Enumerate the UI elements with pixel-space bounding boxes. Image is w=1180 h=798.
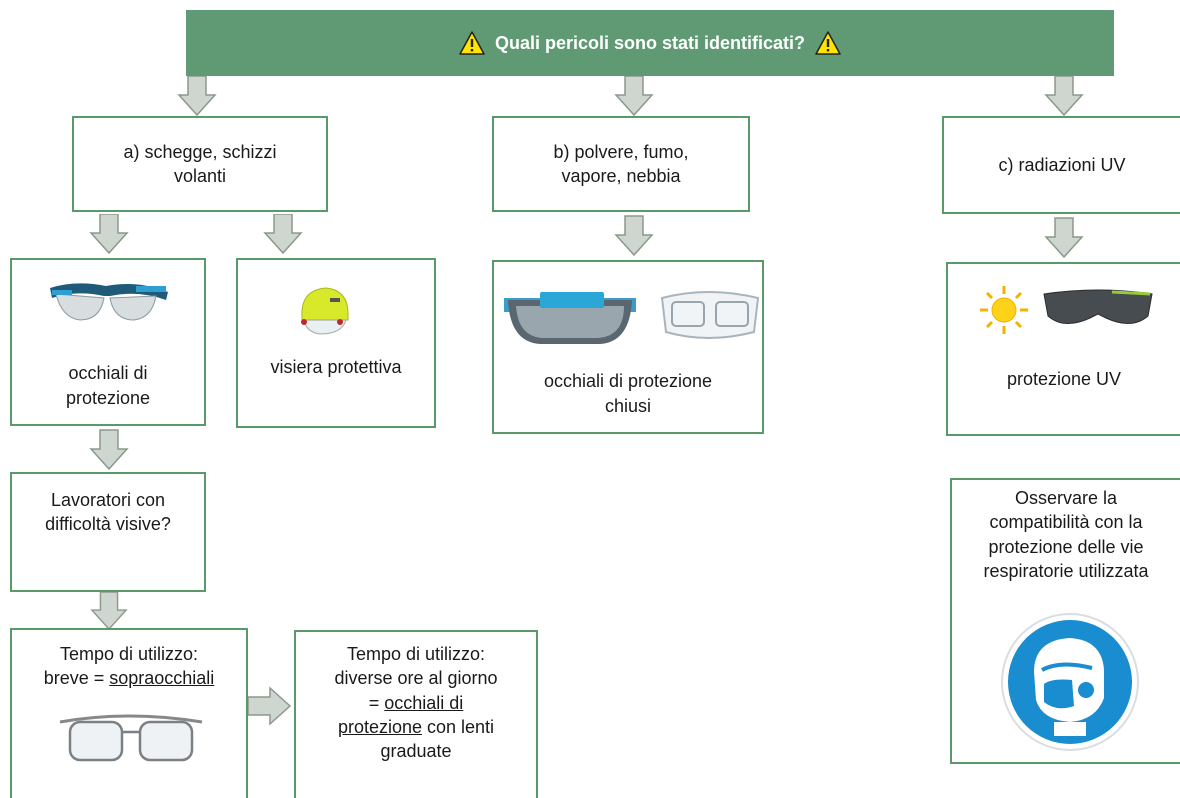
respiratory-note-text: Osservare la compatibilità con la protez… xyxy=(983,488,1149,581)
goggles-icon xyxy=(504,292,636,344)
arrow-down-icon xyxy=(614,76,654,116)
arrow-down-icon xyxy=(177,76,217,116)
arrow-down-icon xyxy=(89,592,129,630)
header-title: Quali pericoli sono stati identificati? xyxy=(494,32,806,53)
sun-icon xyxy=(980,286,1028,334)
goggles-icon xyxy=(660,291,760,339)
usage-long-link2: protezione xyxy=(337,716,422,737)
safety-glasses-icon xyxy=(50,283,168,321)
hazard-c-label: c) radiazioni UV xyxy=(998,154,1126,175)
helmet-visor-icon xyxy=(301,287,349,335)
arrow-down-icon xyxy=(1044,216,1084,260)
usage-long-link1: occhiali di xyxy=(384,692,464,713)
hazard-b-box: b) polvere, fumo, vapore, nebbia xyxy=(492,116,750,212)
arrow-right-icon xyxy=(248,686,292,726)
respirator-sign-icon xyxy=(1001,613,1139,751)
safety-glasses-icon xyxy=(1043,289,1153,324)
usage-long-suffix: con lenti xyxy=(422,716,495,737)
usage-short-link: sopraocchiali xyxy=(109,668,215,689)
header-banner: Quali pericoli sono stati identificati? xyxy=(186,10,1114,76)
usage-long-prefix: = xyxy=(368,692,385,713)
arrow-down-icon xyxy=(89,214,129,254)
usage-long-line1: Tempo di utilizzo: xyxy=(346,644,486,664)
warning-icon xyxy=(815,31,841,55)
vision-question-label: Lavoratori con difficoltà visive? xyxy=(45,490,171,535)
usage-short-box: Tempo di utilizzo: breve = sopraocchiali xyxy=(10,628,248,798)
arrow-down-icon xyxy=(263,214,303,254)
usage-short-prefix: breve = xyxy=(43,668,110,689)
protection-uv-box: protezione UV xyxy=(946,262,1180,436)
protection-uv-label: protezione UV xyxy=(1006,368,1122,389)
hazard-a-box: a) schegge, schizzi volanti xyxy=(72,116,328,212)
protection-closed-goggles-label: occhiali di protezione chiusi xyxy=(543,371,713,416)
protection-visor-label: visiera protettiva xyxy=(270,356,402,377)
usage-long-line5: graduate xyxy=(380,741,452,762)
safety-glasses-icon xyxy=(59,714,203,762)
protection-glasses-label: occhiali di protezione xyxy=(65,363,151,408)
usage-short-line1: Tempo di utilizzo: xyxy=(59,644,199,664)
arrow-down-icon xyxy=(614,214,654,258)
usage-long-line2: diverse ore al giorno xyxy=(334,668,498,689)
warning-icon xyxy=(459,31,485,55)
hazard-c-box: c) radiazioni UV xyxy=(942,116,1180,214)
protection-closed-goggles-box: occhiali di protezione chiusi xyxy=(492,260,764,434)
arrow-down-icon xyxy=(1044,76,1084,116)
arrow-down-icon xyxy=(89,428,129,472)
protection-visor-box: visiera protettiva xyxy=(236,258,436,428)
hazard-a-label: a) schegge, schizzi volanti xyxy=(123,141,277,186)
usage-long-box: Tempo di utilizzo: diverse ore al giorno… xyxy=(294,630,538,798)
vision-question-box: Lavoratori con difficoltà visive? xyxy=(10,472,206,592)
hazard-b-label: b) polvere, fumo, vapore, nebbia xyxy=(553,141,689,186)
